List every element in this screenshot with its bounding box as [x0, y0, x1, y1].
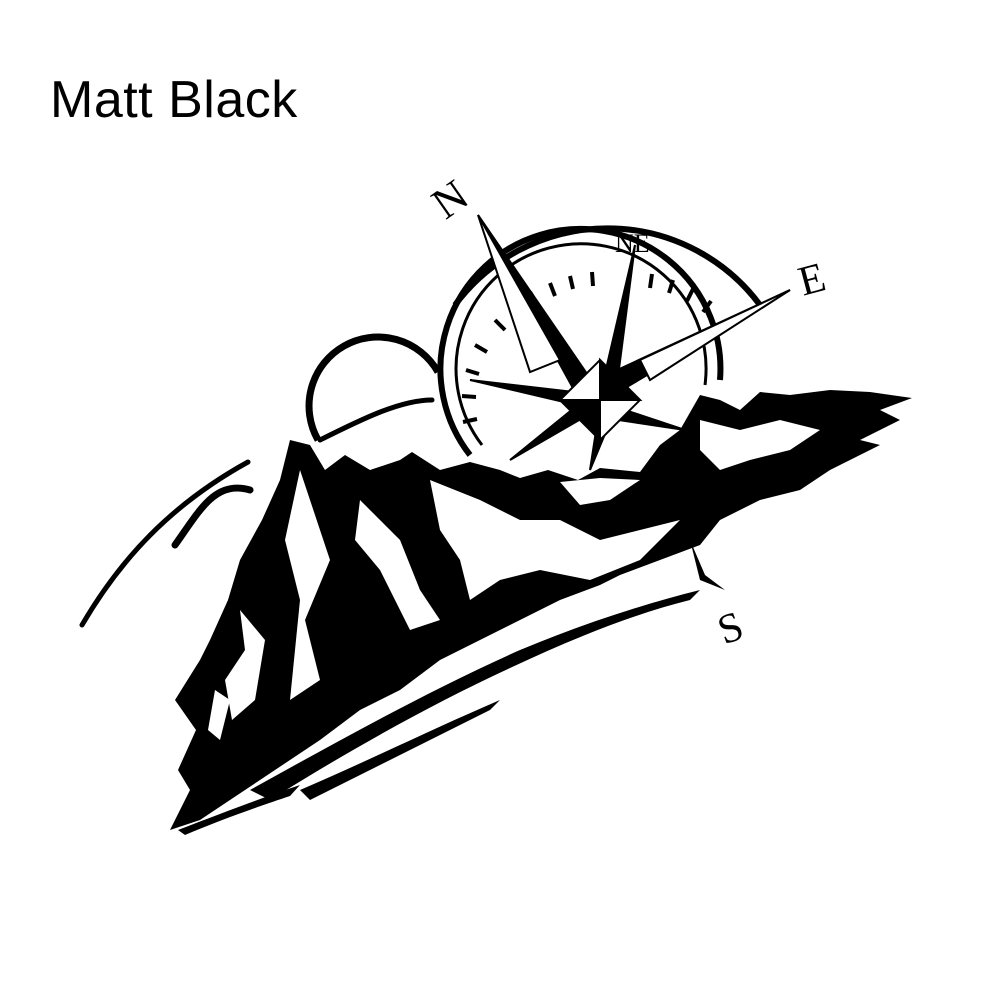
wind-waves: [79, 397, 435, 628]
northeast-label: NE: [615, 229, 650, 258]
north-label: N: [423, 170, 477, 228]
compass-star: [469, 214, 791, 471]
mountain-range: [170, 390, 912, 830]
south-label: S: [712, 603, 750, 654]
sun-arc: [305, 333, 442, 442]
east-label: E: [794, 254, 831, 305]
river-streaks: [178, 590, 700, 835]
color-title: Matt Black: [50, 71, 298, 129]
compass-ticks: [461, 271, 713, 424]
mountain-highlights: [208, 420, 820, 740]
compass-ring: [437, 225, 763, 457]
south-pointer: [690, 540, 725, 590]
